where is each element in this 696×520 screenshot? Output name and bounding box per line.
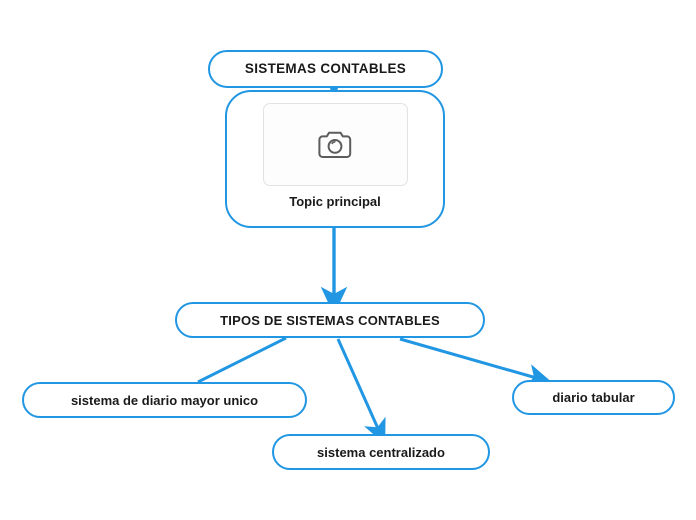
node-leaf-sistema-centralizado[interactable]: sistema centralizado (272, 434, 490, 470)
node-root-label: SISTEMAS CONTABLES (244, 61, 407, 77)
image-placeholder[interactable] (262, 103, 408, 186)
node-central-topic[interactable]: Topic principal (225, 90, 445, 228)
edge-branch-to-leaf-1 (336, 338, 386, 445)
node-branch-tipos[interactable]: TIPOS DE SISTEMAS CONTABLES (175, 302, 485, 338)
node-leaf-diario-tabular[interactable]: diario tabular (512, 380, 675, 415)
node-leaf-label: sistema centralizado (317, 444, 445, 460)
node-root[interactable]: SISTEMAS CONTABLES (208, 50, 443, 88)
edge-branch-to-leaf-2 (399, 337, 553, 387)
node-branch-label: TIPOS DE SISTEMAS CONTABLES (220, 312, 440, 328)
edge-branch-to-leaf-0 (197, 336, 287, 384)
node-leaf-label: sistema de diario mayor unico (70, 392, 259, 408)
camera-icon (318, 131, 352, 158)
node-central-caption: Topic principal (289, 194, 381, 209)
node-leaf-diario-mayor-unico[interactable]: sistema de diario mayor unico (22, 382, 307, 418)
node-leaf-label: diario tabular (552, 390, 635, 405)
